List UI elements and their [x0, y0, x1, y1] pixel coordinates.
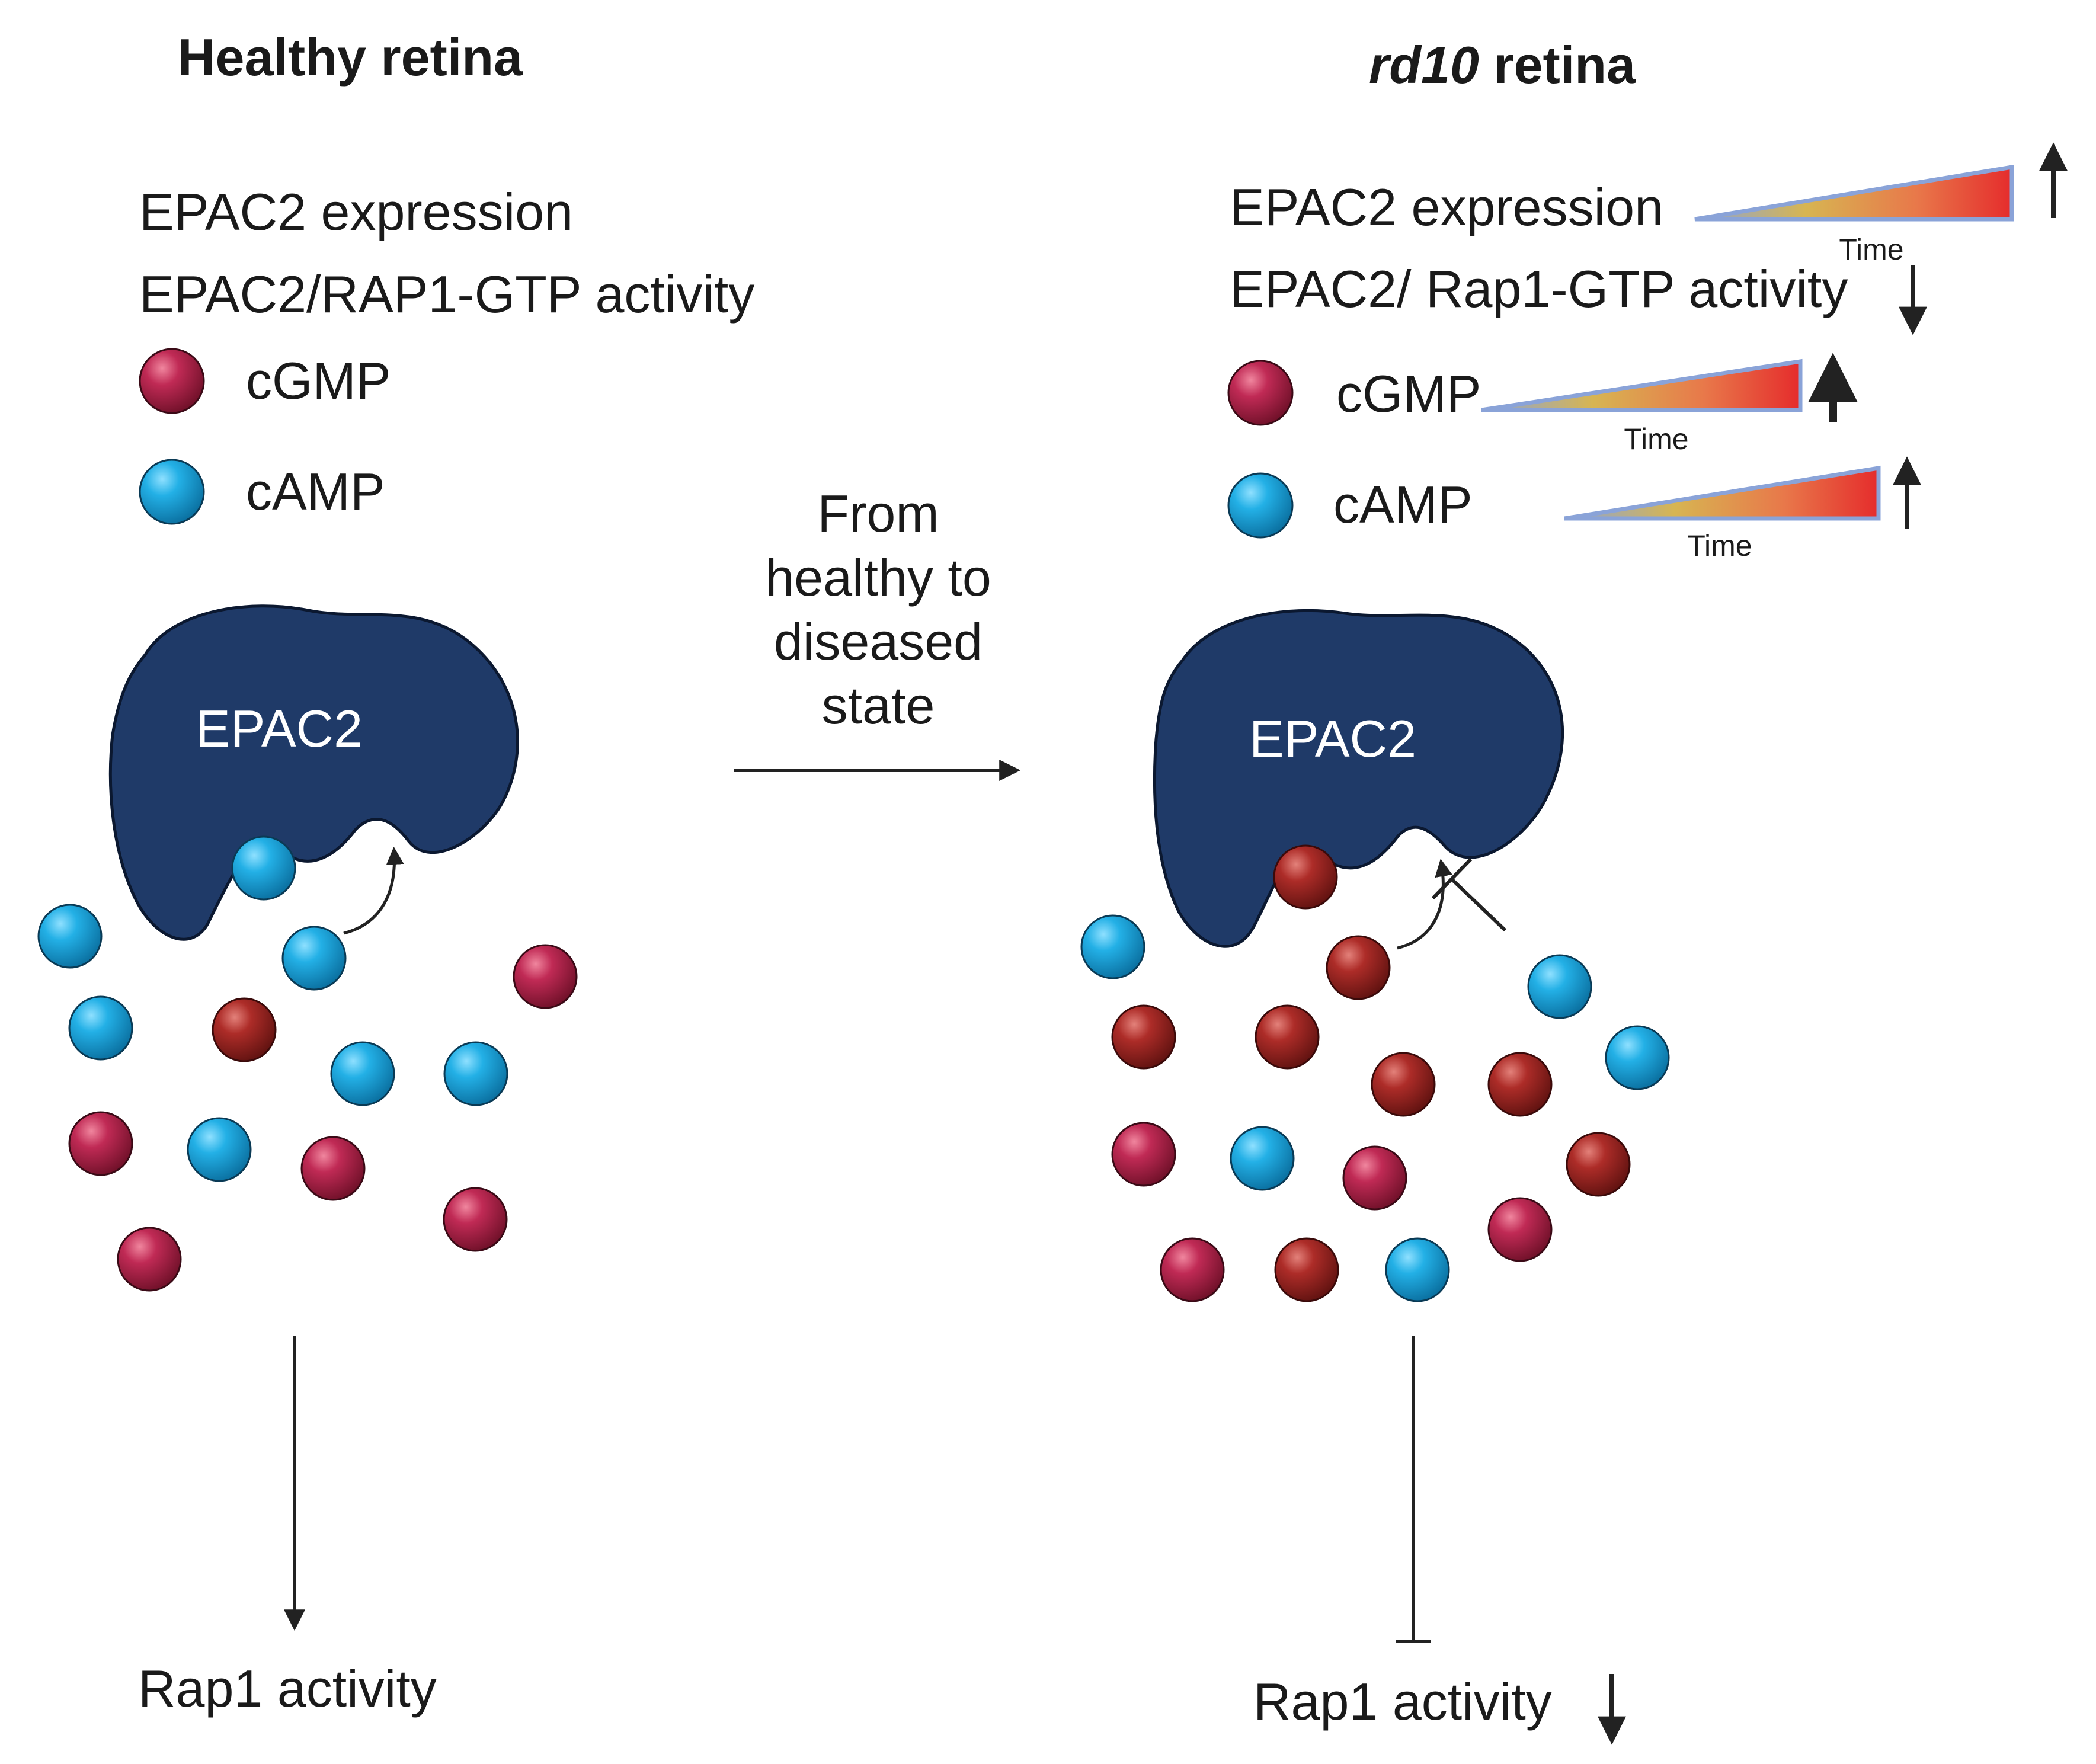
right-cgmp-time-wedge [1481, 358, 1803, 412]
right-cgmp-9 [1487, 1197, 1553, 1262]
right-cgmp-5 [1487, 1052, 1553, 1117]
left-legend-cgmp-label: cGMP [246, 351, 391, 410]
left-molecules [37, 835, 578, 1292]
right-cgmp-1 [1326, 935, 1391, 1000]
right-title-italic: rd10 [1369, 36, 1479, 94]
left-legend-camp-icon [139, 459, 205, 525]
left-activation-arrow [343, 847, 404, 935]
right-camp-1 [1080, 914, 1145, 979]
right-legend-cgmp-icon [1227, 360, 1294, 426]
right-camp-4 [1230, 1126, 1295, 1191]
right-camp-3 [1605, 1025, 1670, 1090]
right-legend-camp-icon [1227, 472, 1294, 539]
right-output-label: Rap1 activity [1253, 1672, 1552, 1731]
right-cgmp-time-label: Time [1624, 422, 1688, 456]
right-epac2-protein [1153, 609, 1564, 948]
left-epac2-protein [108, 604, 519, 941]
right-expression-label: EPAC2 expression [1230, 178, 1663, 236]
left-cgmp-4 [300, 1136, 366, 1201]
left-epac2-label: EPAC2 [196, 699, 363, 758]
left-activity-label: EPAC2/RAP1-GTP activity [139, 265, 754, 324]
left-cgmp-6 [117, 1227, 182, 1292]
right-inhibition-line [1449, 876, 1507, 932]
right-inhibition-bar [1431, 857, 1473, 900]
right-cgmp-4 [1371, 1052, 1436, 1117]
left-camp-1 [37, 904, 103, 969]
left-cgmp-3 [68, 1111, 133, 1176]
left-cgmp-2 [212, 997, 277, 1062]
left-camp-5 [443, 1041, 508, 1106]
right-cgmp-10 [1160, 1237, 1225, 1302]
left-legend-camp-label: cAMP [246, 462, 385, 521]
right-cgmp-3 [1255, 1004, 1320, 1070]
left-title: Healthy retina [178, 28, 523, 87]
right-camp-2 [1527, 954, 1592, 1019]
right-cgmp-11 [1274, 1237, 1339, 1302]
right-title-rest: retina [1479, 36, 1636, 94]
right-expression-time-wedge [1694, 164, 2014, 222]
left-camp-3 [68, 995, 133, 1061]
right-title: rd10 retina [1369, 36, 1636, 94]
right-cgmp-bound [1273, 844, 1338, 910]
right-camp-time-wedge [1564, 465, 1881, 521]
right-expression-time-label: Time [1839, 233, 1903, 266]
transition-line-1: From [817, 484, 939, 543]
left-expression-label: EPAC2 expression [139, 183, 573, 241]
left-output-label: Rap1 activity [138, 1659, 437, 1718]
right-cgmp-8 [1566, 1132, 1631, 1197]
left-camp-bound [231, 835, 296, 901]
right-camp-5 [1385, 1237, 1450, 1302]
left-camp-4 [330, 1041, 395, 1106]
left-camp-2 [281, 926, 347, 991]
right-legend-camp-label: cAMP [1333, 475, 1473, 534]
transition-line-4: state [822, 676, 935, 735]
right-cgmp-7 [1342, 1145, 1407, 1211]
left-legend-cgmp-icon [139, 348, 205, 414]
transition-line-2: healthy to [765, 548, 991, 607]
transition-line-3: diseased [774, 612, 983, 671]
right-cgmp-6 [1111, 1122, 1176, 1187]
left-camp-6 [187, 1117, 252, 1182]
right-activation-arrow [1397, 859, 1452, 950]
right-activity-label: EPAC2/ Rap1-GTP activity [1230, 260, 1848, 318]
left-cgmp-1 [513, 944, 578, 1009]
right-camp-time-label: Time [1687, 529, 1752, 562]
right-epac2-label: EPAC2 [1249, 709, 1416, 768]
right-cgmp-2 [1111, 1004, 1176, 1070]
right-molecules [1080, 844, 1670, 1302]
right-legend-cgmp-label: cGMP [1336, 364, 1481, 423]
left-cgmp-5 [443, 1187, 508, 1252]
